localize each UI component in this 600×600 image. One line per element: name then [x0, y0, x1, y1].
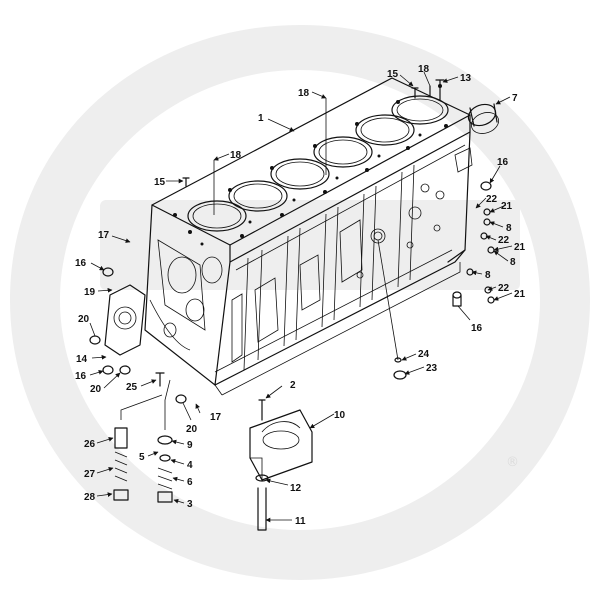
callout-leaders [89, 71, 513, 523]
callout-9: 9 [187, 440, 193, 451]
callout-21-c: 21 [514, 289, 526, 300]
callout-20-a: 20 [78, 314, 90, 325]
callout-18-a: 18 [298, 88, 310, 99]
callout-10: 10 [334, 410, 346, 421]
part-plate-19 [104, 284, 146, 356]
callout-14: 14 [76, 354, 88, 365]
callout-8-a: 8 [506, 223, 512, 234]
callout-17-a: 17 [98, 230, 110, 241]
part-fitting-23 [393, 357, 407, 380]
callout-8-c: 8 [510, 257, 516, 268]
callout-16-a: 16 [75, 258, 87, 269]
part-cup-plug [467, 103, 499, 134]
callout-6: 6 [187, 477, 193, 488]
callout-27: 27 [84, 469, 96, 480]
part-bearing-cap [249, 399, 313, 531]
callout-18-c: 18 [418, 64, 430, 75]
callout-16-d: 16 [471, 323, 483, 334]
callout-11: 11 [295, 516, 306, 527]
watermark-logo: ® [10, 25, 590, 580]
part-valve-stack-left [113, 394, 163, 501]
callout-15-a: 15 [387, 69, 399, 80]
callout-23: 23 [426, 363, 438, 374]
callout-22-b: 22 [498, 235, 510, 246]
part-pin-15b [182, 177, 190, 187]
callout-labels: 1 2 3 4 5 6 7 8 8 8 9 10 11 12 13 14 15 … [75, 64, 526, 527]
part-plug-16 [102, 181, 492, 375]
part-fitting-25 [155, 372, 165, 387]
callout-12: 12 [290, 483, 302, 494]
callout-15-b: 15 [154, 177, 166, 188]
callout-17-b: 17 [210, 412, 222, 423]
part-pin-15a [411, 87, 419, 99]
callout-4: 4 [187, 460, 193, 471]
callout-3: 3 [187, 499, 193, 510]
callout-8-b: 8 [485, 270, 491, 281]
cylinder-block [144, 77, 473, 396]
callout-20-b: 20 [90, 384, 102, 395]
callout-16-c: 16 [75, 371, 87, 382]
callout-5: 5 [139, 452, 145, 463]
callout-22-a: 22 [486, 194, 498, 205]
callout-1: 1 [258, 113, 264, 124]
callout-25: 25 [126, 382, 138, 393]
callout-28: 28 [84, 492, 96, 503]
part-valve-stack-center [157, 379, 173, 503]
callout-26: 26 [84, 439, 96, 450]
callout-19: 19 [84, 287, 96, 298]
callout-21-a: 21 [501, 201, 513, 212]
callout-18-b: 18 [230, 150, 242, 161]
registered-mark: ® [506, 455, 519, 470]
callout-21-b: 21 [514, 242, 526, 253]
callout-24: 24 [418, 349, 430, 360]
callout-22-c: 22 [498, 283, 510, 294]
callout-20-c: 20 [186, 424, 198, 435]
callout-16-b: 16 [497, 157, 509, 168]
callout-13: 13 [460, 73, 472, 84]
callout-2: 2 [290, 380, 296, 391]
callout-7: 7 [512, 93, 518, 104]
